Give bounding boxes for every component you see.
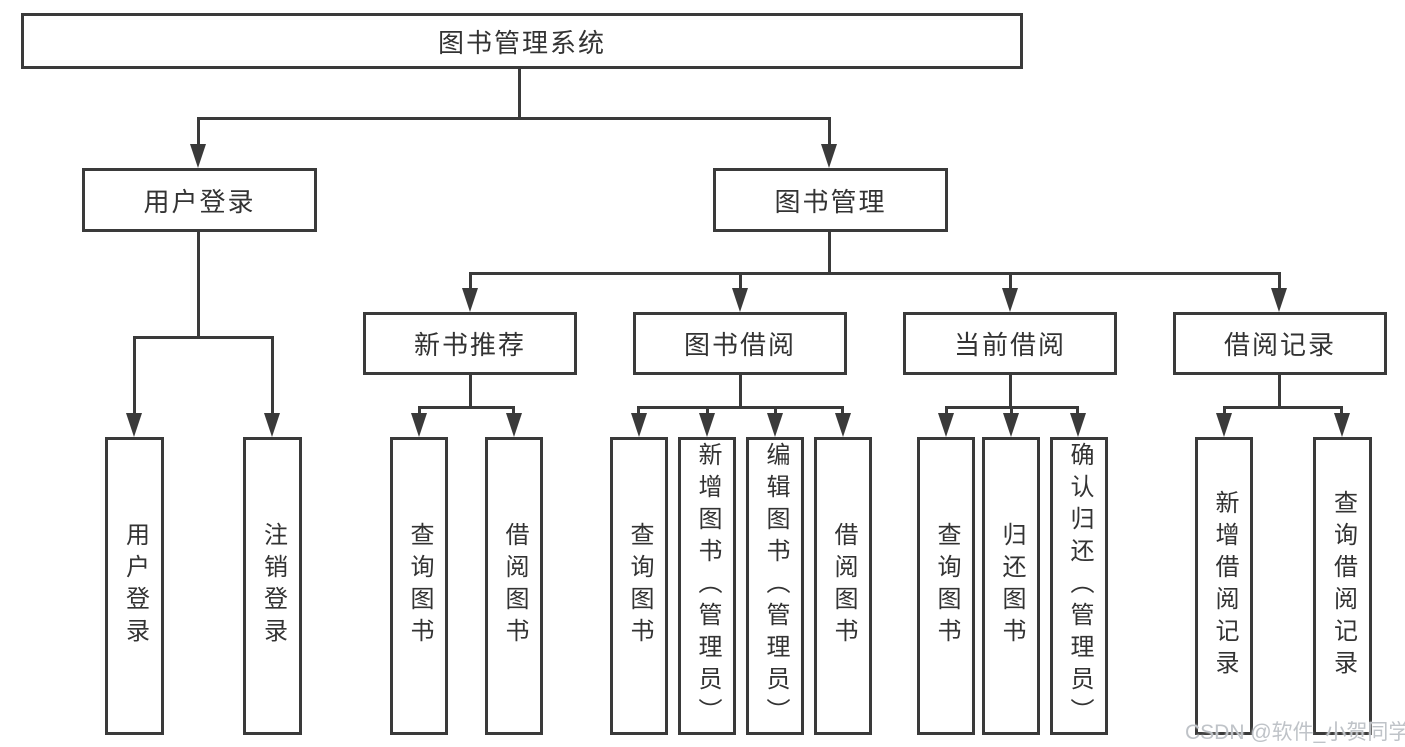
connector-bus [418,406,515,409]
leaf-query-borrow-record: 查询借阅记录 [1313,437,1372,735]
connector-drop [197,117,200,147]
connector-root-feed [518,69,521,117]
leaf-label: 查询图书 [933,522,960,650]
leaf-label: 新增借阅记录 [1211,490,1238,682]
leaf-label: 借阅图书 [830,522,857,650]
arrow-down-icon [699,413,715,437]
connector-feed [1278,375,1281,406]
node-current-borrowing: 当前借阅 [903,312,1117,375]
leaf-logout: 注销登录 [243,437,302,735]
connector-drop [739,272,742,290]
node-label: 借阅记录 [1223,330,1336,360]
arrow-down-icon [126,413,142,437]
leaf-label: 查询借阅记录 [1329,490,1357,682]
node-new-book-recommendation: 新书推荐 [363,312,577,375]
connector-drop [706,406,709,415]
leaf-label: 查询图书 [626,522,653,650]
connector-drop [1009,272,1012,290]
arrow-down-icon [1334,413,1350,437]
arrow-down-icon [506,413,522,437]
connector-userlogin-feed [197,232,200,336]
arrow-down-icon [1216,413,1232,437]
connector-drop [1076,406,1079,415]
arrow-down-icon [938,413,954,437]
leaf-label: 用户登录 [121,522,149,650]
node-user-login: 用户登录 [82,168,317,232]
node-label: 用户登录 [143,186,256,217]
arrow-down-icon [732,288,748,312]
connector-drop [133,336,136,415]
leaf-return-book: 归还图书 [982,437,1040,735]
connector-drop [828,117,831,147]
node-label: 图书借阅 [683,330,796,360]
leaf-label: 新增图书（管理员） [694,442,721,730]
connector-drop [512,406,515,415]
node-label: 新书推荐 [413,330,526,360]
node-borrowing-records: 借阅记录 [1173,312,1387,375]
connector-bus [1223,406,1343,409]
arrow-down-icon [1070,413,1086,437]
arrow-down-icon [1002,288,1018,312]
leaf-user-login: 用户登录 [105,437,164,735]
leaf-borrow-books-recommend: 借阅图书 [485,437,543,735]
connector-feed [739,375,742,406]
leaf-confirm-return-admin: 确认归还（管理员） [1050,437,1108,735]
leaf-query-books-current: 查询图书 [917,437,975,735]
leaf-label: 查询图书 [406,522,433,650]
leaf-borrow-books-borrowing: 借阅图书 [814,437,872,735]
arrow-down-icon [1271,288,1287,312]
leaf-label: 注销登录 [259,522,287,650]
leaf-add-book-admin: 新增图书（管理员） [678,437,736,735]
arrow-down-icon [1003,413,1019,437]
connector-userlogin-bus [133,336,273,339]
leaf-query-books-borrowing: 查询图书 [610,437,668,735]
connector-drop [469,272,472,290]
leaf-add-borrow-record: 新增借阅记录 [1195,437,1253,735]
leaf-label: 借阅图书 [501,522,528,650]
leaf-label: 编辑图书（管理员） [762,442,789,730]
leaf-query-books-recommend: 查询图书 [390,437,448,735]
connector-drop [841,406,844,415]
connector-feed [469,375,472,406]
node-book-management: 图书管理 [713,168,948,232]
node-library-management-system: 图书管理系统 [21,13,1023,69]
arrow-down-icon [835,413,851,437]
arrow-down-icon [462,288,478,312]
node-label: 图书管理系统 [437,27,606,58]
arrow-down-icon [264,413,280,437]
connector-drop [774,406,777,415]
leaf-label: 归还图书 [998,522,1025,650]
connector-bus [637,406,844,409]
node-label: 图书管理 [774,186,887,217]
leaf-edit-book-admin: 编辑图书（管理员） [746,437,804,735]
connector-drop [945,406,948,415]
connector-bookmgmt-feed [828,232,831,272]
connector-drop [637,406,640,415]
node-book-borrowing: 图书借阅 [633,312,847,375]
arrow-down-icon [631,413,647,437]
csdn-watermark: CSDN @软件_小贺同学 [1185,721,1405,744]
connector-drop [1010,406,1013,415]
connector-drop [271,336,274,415]
connector-drop [1340,406,1343,415]
connector-drop [1278,272,1281,290]
connector-feed [1009,375,1012,406]
connector-drop [418,406,421,415]
node-label: 当前借阅 [953,330,1066,360]
leaf-label: 确认归还（管理员） [1066,442,1093,730]
arrow-down-icon [190,144,206,168]
connector-drop [1223,406,1226,415]
arrow-down-icon [411,413,427,437]
arrow-down-icon [767,413,783,437]
arrow-down-icon [821,144,837,168]
connector-level2-bus [197,117,831,120]
connector-level3-bus [469,272,1281,275]
